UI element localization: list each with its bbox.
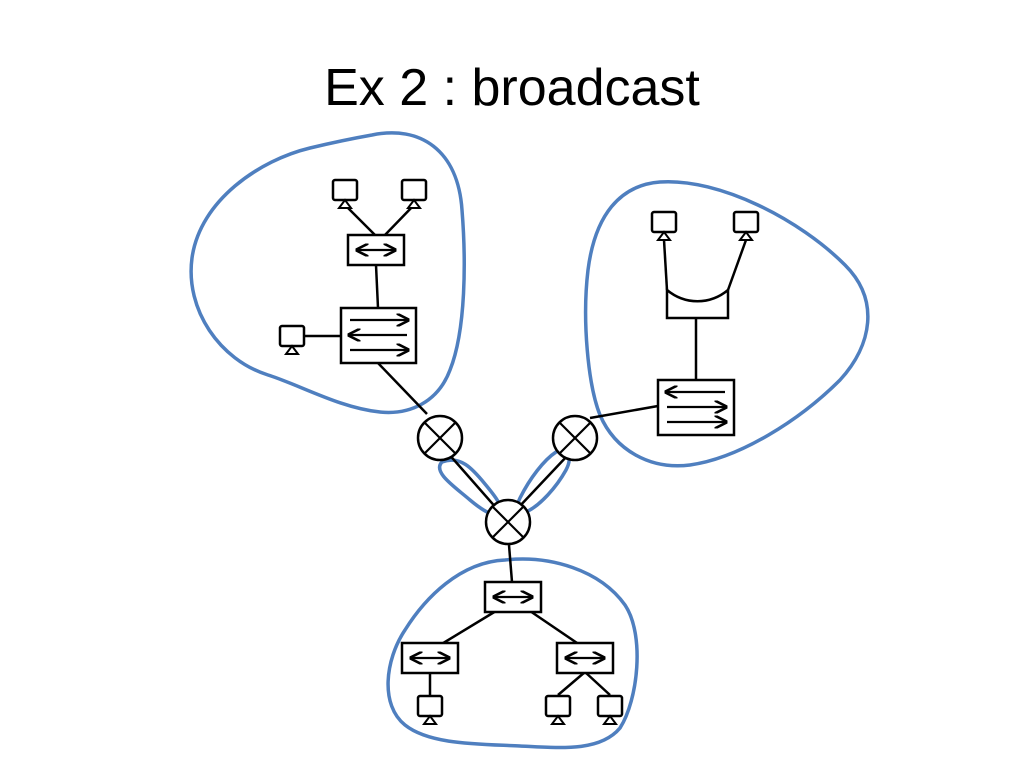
- slide-title: Ex 2 : broadcast: [324, 59, 700, 117]
- switch-icon: [339, 306, 418, 365]
- hub-icon: [346, 233, 406, 267]
- domain-outline-bottom: [386, 557, 639, 750]
- host-icon: [650, 210, 678, 241]
- host-icon: [331, 178, 359, 209]
- hub-icon: [400, 641, 460, 675]
- multicast-branch-icon: [665, 287, 730, 320]
- router-icon: [416, 414, 464, 462]
- host-icon: [732, 210, 760, 241]
- domain-outline-top-left: [189, 131, 466, 415]
- switch-icon: [656, 378, 736, 437]
- host-icon: [400, 178, 428, 209]
- links: [303, 204, 748, 697]
- router-icon: [551, 414, 599, 462]
- host-icon: [596, 694, 624, 725]
- host-icon: [278, 324, 306, 355]
- host-icon: [416, 694, 444, 725]
- host-icon: [544, 694, 572, 725]
- domain-outline-right: [583, 180, 870, 468]
- router-icon: [484, 498, 532, 546]
- hub-icon: [483, 580, 543, 614]
- hub-icon: [555, 641, 615, 675]
